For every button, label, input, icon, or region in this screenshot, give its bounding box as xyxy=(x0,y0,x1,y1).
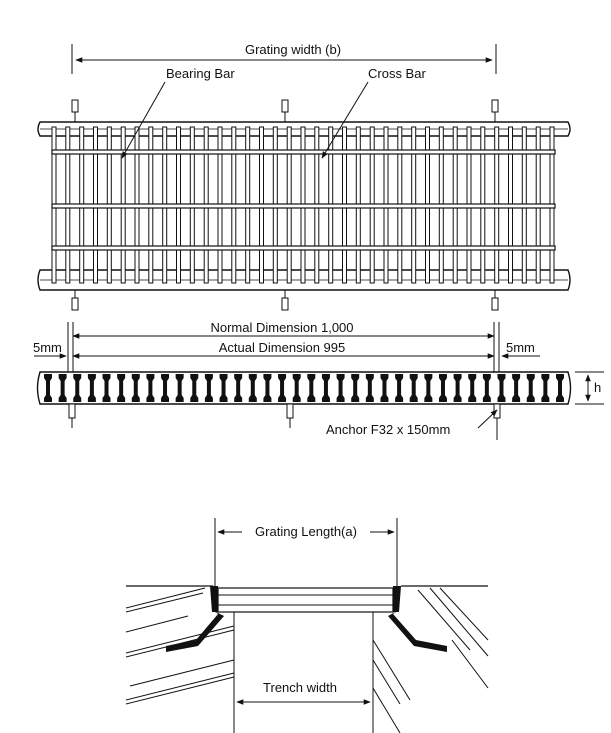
bearing-bar-section xyxy=(175,374,184,402)
bearing-bar-section xyxy=(321,374,330,402)
anchors-top xyxy=(71,99,499,122)
bearing-bar-section xyxy=(87,374,96,402)
grating-length-label: Grating Length(a) xyxy=(255,524,357,539)
bearing-bar-section xyxy=(161,374,170,402)
bearing-bar-section xyxy=(117,374,126,402)
height-label: h xyxy=(594,380,601,395)
anchor-bolt xyxy=(286,403,294,428)
anchor-stud xyxy=(491,290,499,311)
bearing-bar-section xyxy=(438,374,447,402)
bearing-bar-section xyxy=(234,374,243,402)
cross-bars xyxy=(51,149,556,251)
cross-bar xyxy=(51,203,556,209)
cross-bar-leader xyxy=(321,81,369,159)
bearing-bar-section xyxy=(395,374,404,402)
bearing-bar-section xyxy=(336,374,345,402)
actual-dimension-label: Actual Dimension 995 xyxy=(219,340,345,355)
section-view: Normal Dimension 1,000 Actual Dimension … xyxy=(33,320,604,440)
bearing-bar-leader xyxy=(121,81,166,159)
bearing-bar-section xyxy=(131,374,140,402)
cross-bar-label: Cross Bar xyxy=(368,66,426,81)
bearing-bar-section xyxy=(497,374,506,402)
grating-width-label: Grating width (b) xyxy=(245,42,341,57)
bearing-bar-section xyxy=(58,374,67,402)
trench-view: Grating Length(a) xyxy=(125,518,489,733)
anchor-stud xyxy=(71,290,79,311)
plan-view: Grating width (b) xyxy=(37,42,571,311)
bearing-bar-section xyxy=(307,374,316,402)
bearing-bar-label: Bearing Bar xyxy=(166,66,235,81)
anchor-stud xyxy=(491,99,499,122)
bearing-bar-section xyxy=(278,374,287,402)
normal-dimension-label: Normal Dimension 1,000 xyxy=(210,320,353,335)
bearing-bar-section xyxy=(424,374,433,402)
grating-section xyxy=(36,371,572,405)
bearing-bar-section xyxy=(73,374,82,402)
bearing-bar-section xyxy=(526,374,535,402)
bearing-bar-section xyxy=(44,374,52,402)
bearing-bar-section xyxy=(365,374,374,402)
anchor-stud xyxy=(71,99,79,122)
bearing-bar-section xyxy=(248,374,257,402)
bearing-bar-section xyxy=(351,374,360,402)
gap-right-label: 5mm xyxy=(506,340,535,355)
anchor-stud xyxy=(281,99,289,122)
anchor-bolt xyxy=(493,403,501,440)
gap-left-label: 5mm xyxy=(33,340,62,355)
bearing-bar-section xyxy=(190,374,199,402)
cross-bar xyxy=(51,149,556,155)
bearing-bar-section xyxy=(263,374,272,402)
bearing-bar-section xyxy=(556,374,564,402)
bearing-bar-sections xyxy=(44,374,564,402)
cross-bar xyxy=(51,245,556,251)
bearing-bar-section xyxy=(482,374,491,402)
anchors-bottom xyxy=(71,290,499,311)
trench-width-label: Trench width xyxy=(263,680,337,695)
anchor-stud xyxy=(281,290,289,311)
bearing-bar-section xyxy=(468,374,477,402)
bearing-bar-section xyxy=(541,374,550,402)
support-angle-left xyxy=(166,586,234,652)
bearing-bar-section xyxy=(204,374,213,402)
anchor-label: Anchor F32 x 150mm xyxy=(326,422,450,437)
bearing-bar-section xyxy=(380,374,389,402)
anchor-leader xyxy=(477,409,498,429)
bearing-bar-section xyxy=(409,374,418,402)
right-concrete xyxy=(372,587,489,733)
bearing-bar-section xyxy=(453,374,462,402)
grating-in-trench xyxy=(217,587,394,613)
bearing-bar-section xyxy=(102,374,111,402)
bearing-bar-section xyxy=(292,374,301,402)
support-angle-right xyxy=(376,586,447,652)
bearing-bar-section xyxy=(146,374,155,402)
anchor-bolt xyxy=(68,403,76,428)
bearing-bar-section xyxy=(219,374,228,402)
bearing-bar-section xyxy=(512,374,521,402)
